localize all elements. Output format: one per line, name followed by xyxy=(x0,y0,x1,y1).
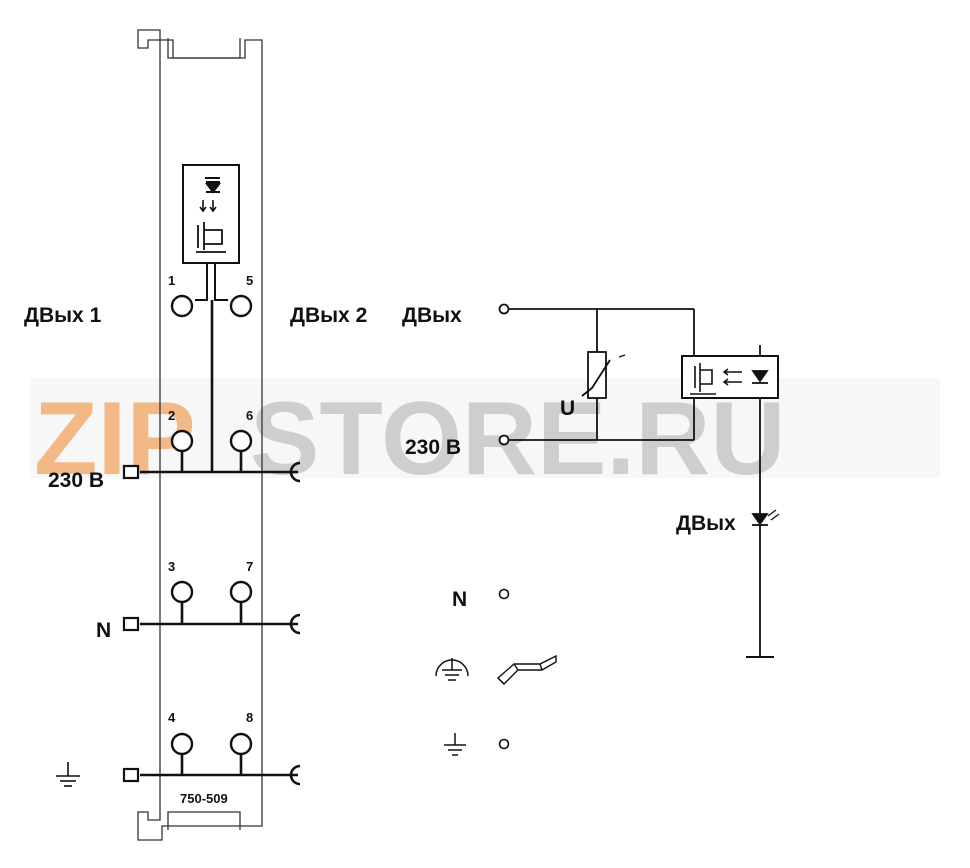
din-rail-icon xyxy=(496,654,557,685)
terminals xyxy=(170,294,253,756)
terminal-label-4: 4 xyxy=(168,710,176,725)
terminal-5 xyxy=(229,294,253,318)
terminal-7 xyxy=(229,580,253,604)
watermark: ZIP STORE.RU xyxy=(30,378,940,497)
terminal-6 xyxy=(229,429,253,453)
ground-terminal-icon xyxy=(498,738,510,750)
watermark-text-store: STORE.RU xyxy=(250,381,786,497)
module-model: 750-509 xyxy=(180,791,228,806)
terminal-3 xyxy=(170,580,194,604)
module-relay-box xyxy=(182,164,240,301)
label-n-left: N xyxy=(96,619,111,642)
terminal-label-3: 3 xyxy=(168,559,175,574)
terminal-label-5: 5 xyxy=(246,273,253,288)
terminal-label-1: 1 xyxy=(168,273,175,288)
bus-lines xyxy=(122,300,301,786)
label-out-right: ДВых xyxy=(402,304,462,327)
right-schematic xyxy=(498,303,780,658)
protective-earth-icon xyxy=(435,658,469,681)
label-u: U xyxy=(560,397,575,420)
label-230v-right: 230 В xyxy=(405,436,461,459)
terminal-1 xyxy=(170,294,194,318)
label-230v-left: 230 В xyxy=(48,469,104,492)
terminal-8 xyxy=(229,732,253,756)
ground-icon xyxy=(56,762,80,787)
watermark-text-zip: ZIP xyxy=(34,381,196,497)
n-terminal-icon xyxy=(498,588,510,600)
label-out2: ДВых 2 xyxy=(290,304,367,327)
terminal-label-7: 7 xyxy=(246,559,253,574)
terminal-label-8: 8 xyxy=(246,710,253,725)
label-led: ДВых xyxy=(676,512,736,535)
module-housing xyxy=(137,29,263,841)
terminal-2 xyxy=(170,429,194,453)
label-out1: ДВых 1 xyxy=(24,304,102,327)
terminal-label-6: 6 xyxy=(246,408,253,423)
terminal-4 xyxy=(170,732,194,756)
label-n-right: N xyxy=(452,588,467,611)
ground-icon-legend xyxy=(444,733,466,756)
terminal-label-2: 2 xyxy=(168,408,175,423)
